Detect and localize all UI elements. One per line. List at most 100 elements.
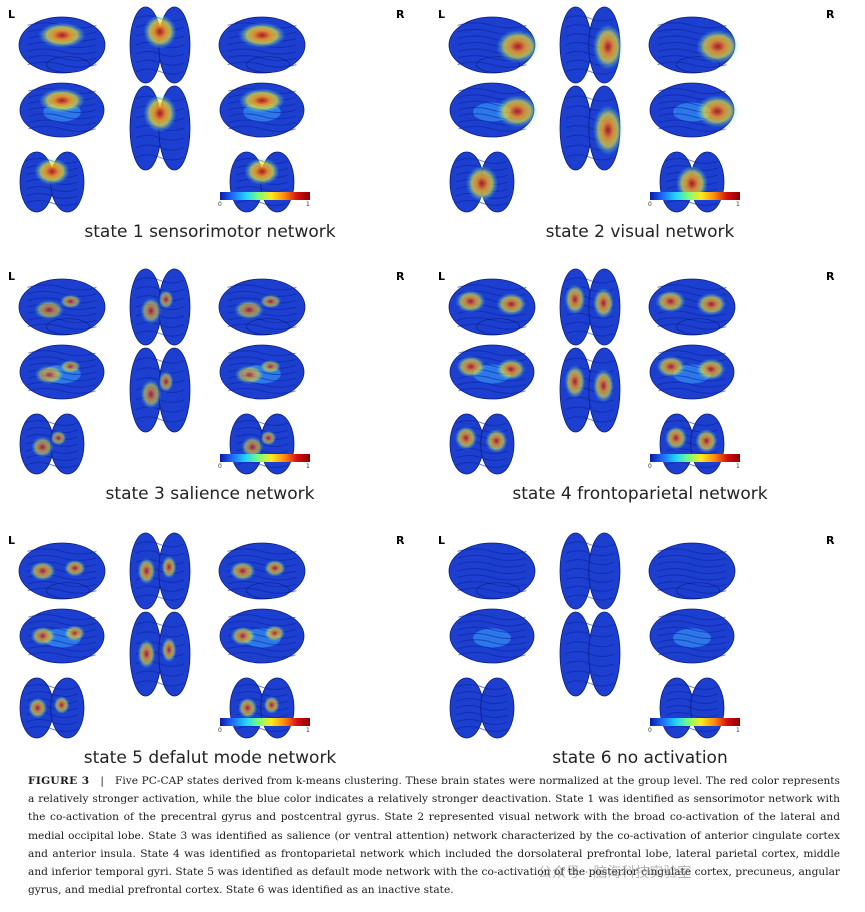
dorsal-view (129, 268, 191, 346)
colorbar (220, 454, 310, 462)
lateral-right-view (648, 16, 740, 74)
lateral-right-view (648, 542, 736, 600)
medial-right-view (219, 82, 305, 138)
anterior-view (659, 413, 725, 475)
dorsal-view (129, 6, 191, 84)
right-hemisphere-label: R (396, 270, 405, 283)
posterior-view (449, 677, 515, 739)
medial-right-view (219, 344, 305, 400)
lateral-left-view (18, 278, 106, 336)
colorbar-max-label: 1 (306, 727, 310, 734)
anterior-view (229, 413, 295, 475)
medial-right-view (649, 82, 739, 138)
figure-grid: L R 0 1 state 1 sensorimotor network L R… (0, 0, 850, 768)
posterior-view (449, 413, 515, 475)
colorbar-min-label: 0 (648, 727, 652, 734)
state-title: state 1 sensorimotor network (84, 222, 336, 242)
figure-caption: FIGURE 3 | Five PC-CAP states derived fr… (28, 772, 840, 899)
colorbar (650, 718, 740, 726)
ventral-view (559, 347, 621, 433)
state-title: state 3 salience network (105, 484, 315, 504)
colorbar (650, 454, 740, 462)
right-hemisphere-label: R (396, 8, 405, 21)
ventral-view (129, 85, 191, 171)
state-panel-3: L R 0 1 state 3 salience network (0, 262, 420, 512)
colorbar-max-label: 1 (736, 463, 740, 470)
colorbar-max-label: 1 (736, 727, 740, 734)
medial-left-view (19, 344, 105, 400)
colorbar-max-label: 1 (306, 463, 310, 470)
brain-renderings (448, 6, 740, 213)
anterior-view (659, 677, 725, 739)
left-hemisphere-label: L (438, 8, 446, 21)
dorsal-view (559, 532, 621, 610)
watermark: 公众号 · 脑海科技实验室 (538, 865, 692, 881)
colorbar-max-label: 1 (306, 201, 310, 208)
brain-renderings (18, 532, 306, 739)
anterior-view (659, 151, 725, 213)
state-panel-2: L R 0 1 state 2 visual network (430, 0, 850, 250)
medial-right-view (649, 608, 735, 664)
medial-right-view (219, 608, 305, 664)
lateral-right-view (218, 16, 306, 74)
posterior-view (19, 413, 85, 475)
caption-separator: | (100, 775, 104, 787)
posterior-view (19, 151, 85, 213)
lateral-left-view (448, 16, 540, 74)
figure-label: FIGURE 3 (28, 775, 90, 787)
left-hemisphere-label: L (8, 534, 16, 547)
anterior-view (229, 677, 295, 739)
left-hemisphere-label: L (438, 270, 446, 283)
anterior-view (229, 151, 295, 213)
lateral-right-view (218, 542, 306, 600)
brain-renderings (18, 268, 306, 475)
medial-left-view (449, 608, 535, 664)
state-title: state 4 frontoparietal network (512, 484, 768, 504)
colorbar (650, 192, 740, 200)
lateral-right-view (218, 278, 306, 336)
state-title: state 2 visual network (545, 222, 735, 242)
colorbar-max-label: 1 (736, 201, 740, 208)
medial-left-view (19, 82, 105, 138)
colorbar-min-label: 0 (218, 463, 222, 470)
colorbar-min-label: 0 (218, 727, 222, 734)
caption-text: Five PC-CAP states derived from k-means … (28, 775, 840, 897)
medial-left-view (19, 608, 105, 664)
lateral-right-view (648, 278, 736, 336)
dorsal-view (559, 6, 623, 84)
state-panel-5: L R 0 1 state 5 defalut mode network (0, 526, 420, 776)
left-hemisphere-label: L (8, 8, 16, 21)
dorsal-view (559, 268, 621, 346)
ventral-view (559, 85, 623, 171)
colorbar-min-label: 0 (648, 463, 652, 470)
state-panel-6: L R 0 1 state 6 no activation (430, 526, 850, 776)
lateral-left-view (18, 16, 106, 74)
posterior-view (449, 151, 515, 213)
lateral-left-view (18, 542, 106, 600)
dorsal-view (129, 532, 191, 610)
posterior-view (19, 677, 85, 739)
colorbar-min-label: 0 (648, 201, 652, 208)
right-hemisphere-label: R (396, 534, 405, 547)
colorbar (220, 718, 310, 726)
left-hemisphere-label: L (8, 270, 16, 283)
right-hemisphere-label: R (826, 534, 835, 547)
medial-left-view (449, 344, 535, 400)
brain-renderings (448, 532, 736, 739)
state-panel-1: L R 0 1 state 1 sensorimotor network (0, 0, 420, 250)
brain-renderings (18, 6, 306, 213)
colorbar (220, 192, 310, 200)
colorbar-min-label: 0 (218, 201, 222, 208)
medial-right-view (649, 344, 735, 400)
brain-renderings (448, 268, 736, 475)
ventral-view (559, 611, 621, 697)
ventral-view (129, 347, 191, 433)
state-panel-4: L R 0 1 state 4 frontoparietal network (430, 262, 850, 512)
right-hemisphere-label: R (826, 270, 835, 283)
state-title: state 5 defalut mode network (83, 748, 337, 768)
ventral-view (129, 611, 191, 697)
medial-left-view (449, 82, 539, 138)
lateral-left-view (448, 542, 536, 600)
lateral-left-view (448, 278, 536, 336)
right-hemisphere-label: R (826, 8, 835, 21)
